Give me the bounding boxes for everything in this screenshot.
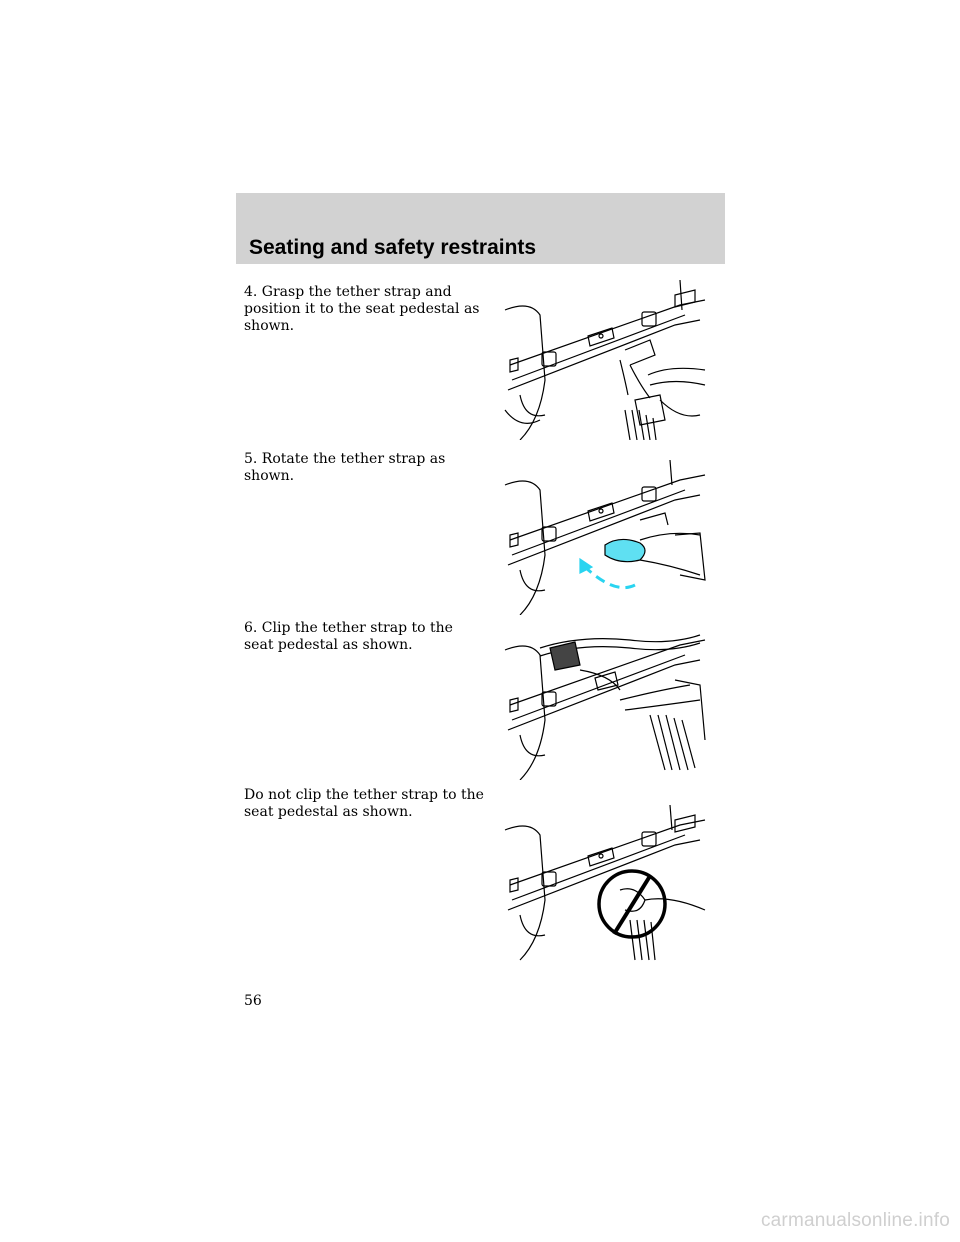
page-number: 56: [244, 993, 262, 1009]
figure-clip-strap: [500, 630, 710, 780]
figure-incorrect-clip: [500, 800, 710, 965]
section-header: Seating and safety restraints: [236, 193, 725, 264]
step-6-text: 6. Clip the tether strap to the seat ped…: [244, 620, 453, 653]
step-4-text: 4. Grasp the tether strap and position i…: [244, 284, 480, 334]
section-title: Seating and safety restraints: [249, 236, 537, 259]
figure-grasp-strap: [500, 270, 710, 440]
warning-text: Do not clip the tether strap to the seat…: [244, 787, 484, 820]
step-5-text: 5. Rotate the tether strap as shown.: [244, 451, 446, 484]
watermark: carmanualsonline.info: [760, 1210, 950, 1231]
figure-rotate-strap: [500, 455, 710, 615]
